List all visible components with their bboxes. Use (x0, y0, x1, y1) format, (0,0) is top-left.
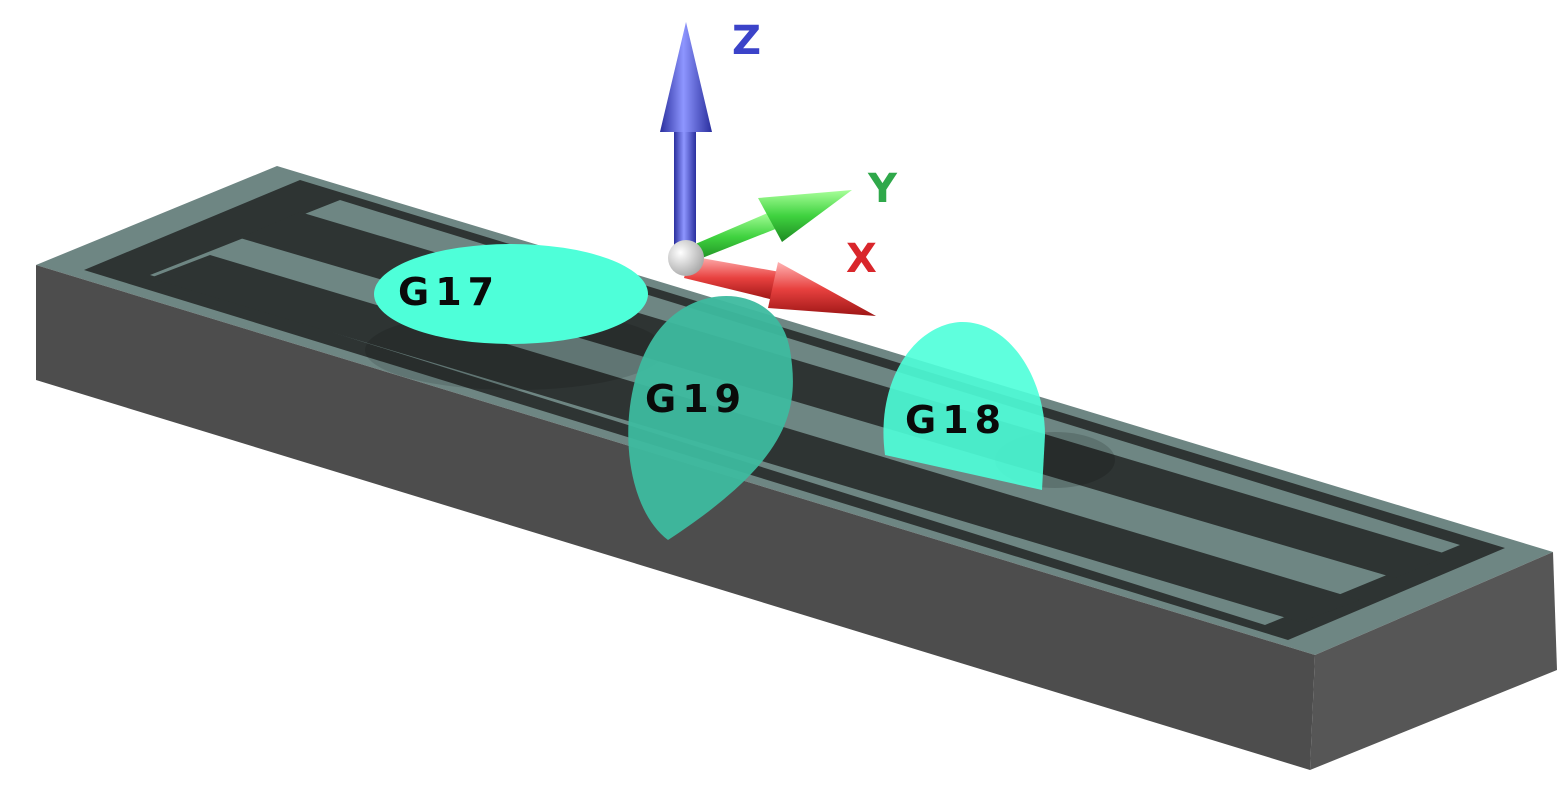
x-axis-shaft (684, 256, 780, 300)
plane-g17-disc (374, 244, 648, 344)
plane-g19-disc (628, 296, 793, 540)
plane-g19-label: G19 (645, 377, 747, 421)
workpiece-block (36, 166, 1557, 770)
block-right-face (1310, 552, 1557, 770)
z-axis-shaft (674, 130, 696, 255)
x-axis-arrowhead (768, 262, 876, 316)
y-axis-shaft (686, 212, 778, 262)
z-axis-label: Z (732, 18, 761, 64)
y-axis-arrowhead (758, 190, 852, 242)
axis-triad: Z Y X (660, 18, 898, 316)
plane-g17: G17 (365, 244, 665, 390)
plane-g18: G18 (883, 321, 1115, 490)
plane-g18-label: G18 (905, 398, 1007, 442)
plane-g18-disc (883, 321, 1045, 490)
z-axis-arrowhead (660, 22, 712, 132)
plane-g17-label: G17 (398, 270, 500, 314)
origin-ball (668, 240, 704, 276)
y-axis-label: Y (867, 166, 898, 212)
plane-g19: G19 (628, 296, 793, 540)
x-axis-label: X (846, 236, 877, 282)
